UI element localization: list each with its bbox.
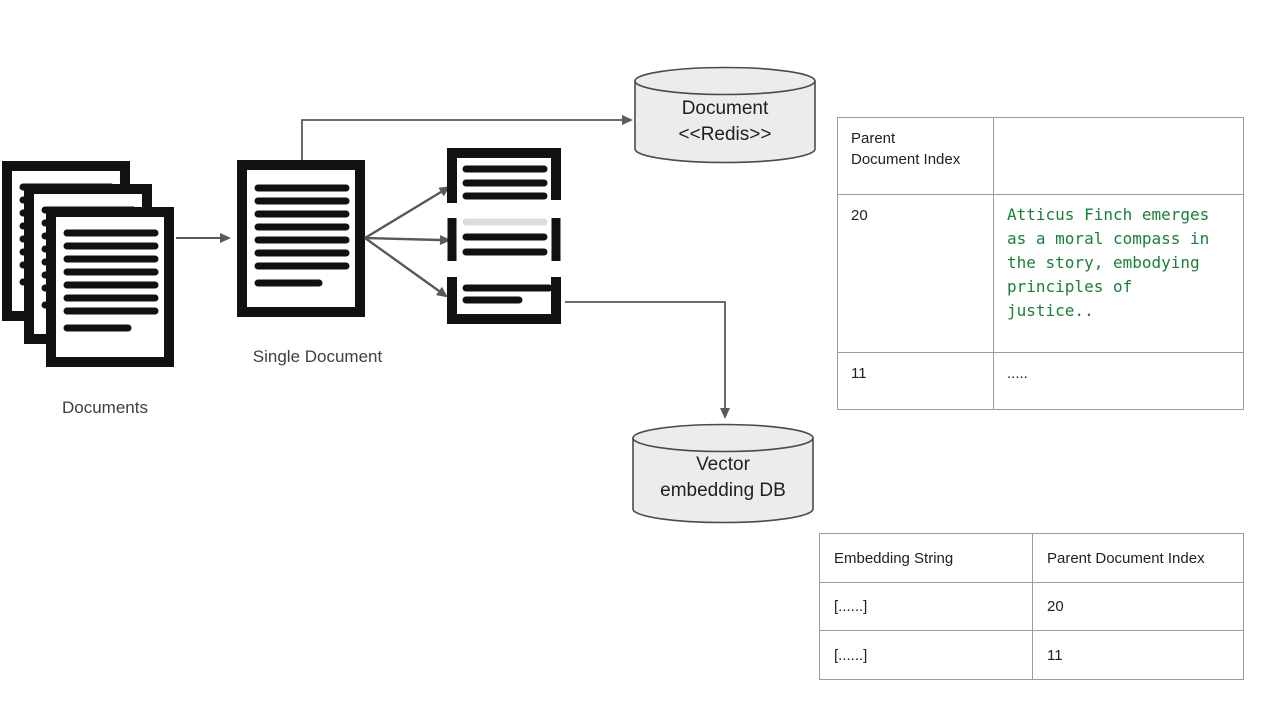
document-chunks-icon	[447, 148, 561, 324]
single-document-icon	[237, 160, 365, 317]
parent-index-cell: 11	[837, 352, 994, 410]
table-row: [......] 11	[819, 630, 1244, 680]
split-arrows	[364, 186, 451, 298]
vector-db-label-line2: embedding DB	[660, 480, 786, 501]
single-document-label: Single Document	[252, 347, 383, 366]
embedding-index-cell: 20	[1032, 582, 1244, 631]
embedding-index-cell: 11	[1032, 630, 1244, 680]
embedding-string-cell: [......]	[819, 630, 1033, 680]
parent-document-table: Parent Document Index 20 Atticus Finch e…	[837, 117, 1244, 410]
table-row: 20 Atticus Finch emerges as a moral comp…	[837, 194, 1244, 353]
chunk-text-cell: .....	[993, 352, 1244, 410]
vector-db-label: Vector embedding DB	[633, 452, 813, 504]
table-row: 11 .....	[837, 352, 1244, 410]
vector-db-label-line1: Vector	[696, 454, 750, 475]
chunk-bottom-icon	[447, 277, 561, 324]
redis-db-label-line2: <<Redis>>	[678, 124, 772, 145]
chunk-top-icon	[447, 148, 561, 203]
table-row: Parent Document Index	[837, 117, 1244, 195]
documents-stack-icon	[2, 161, 174, 367]
table-row: [......] 20	[819, 582, 1244, 631]
embedding-table: Embedding String Parent Document Index […	[819, 533, 1244, 680]
arrow-chunks-to-vectordb	[565, 301, 730, 419]
embedding-table-header-string: Embedding String	[819, 533, 1033, 583]
embedding-string-cell: [......]	[819, 582, 1033, 631]
table-row: Embedding String Parent Document Index	[819, 533, 1244, 583]
vector-db-cylinder-icon	[632, 423, 814, 524]
parent-index-cell: 20	[837, 194, 994, 353]
chunk-middle-icon	[447, 218, 561, 261]
parent-table-header-index: Parent Document Index	[837, 117, 994, 195]
redis-db-label: Document <<Redis>>	[635, 96, 815, 148]
parent-table-header-content	[993, 117, 1244, 195]
arrow-single-to-redis	[301, 115, 633, 160]
chunk-text-cell: Atticus Finch emerges as a moral compass…	[993, 194, 1244, 353]
documents-label: Documents	[62, 398, 148, 417]
redis-db-label-line1: Document	[681, 98, 769, 119]
redis-cylinder-icon	[634, 66, 816, 164]
embedding-table-header-index: Parent Document Index	[1032, 533, 1244, 583]
